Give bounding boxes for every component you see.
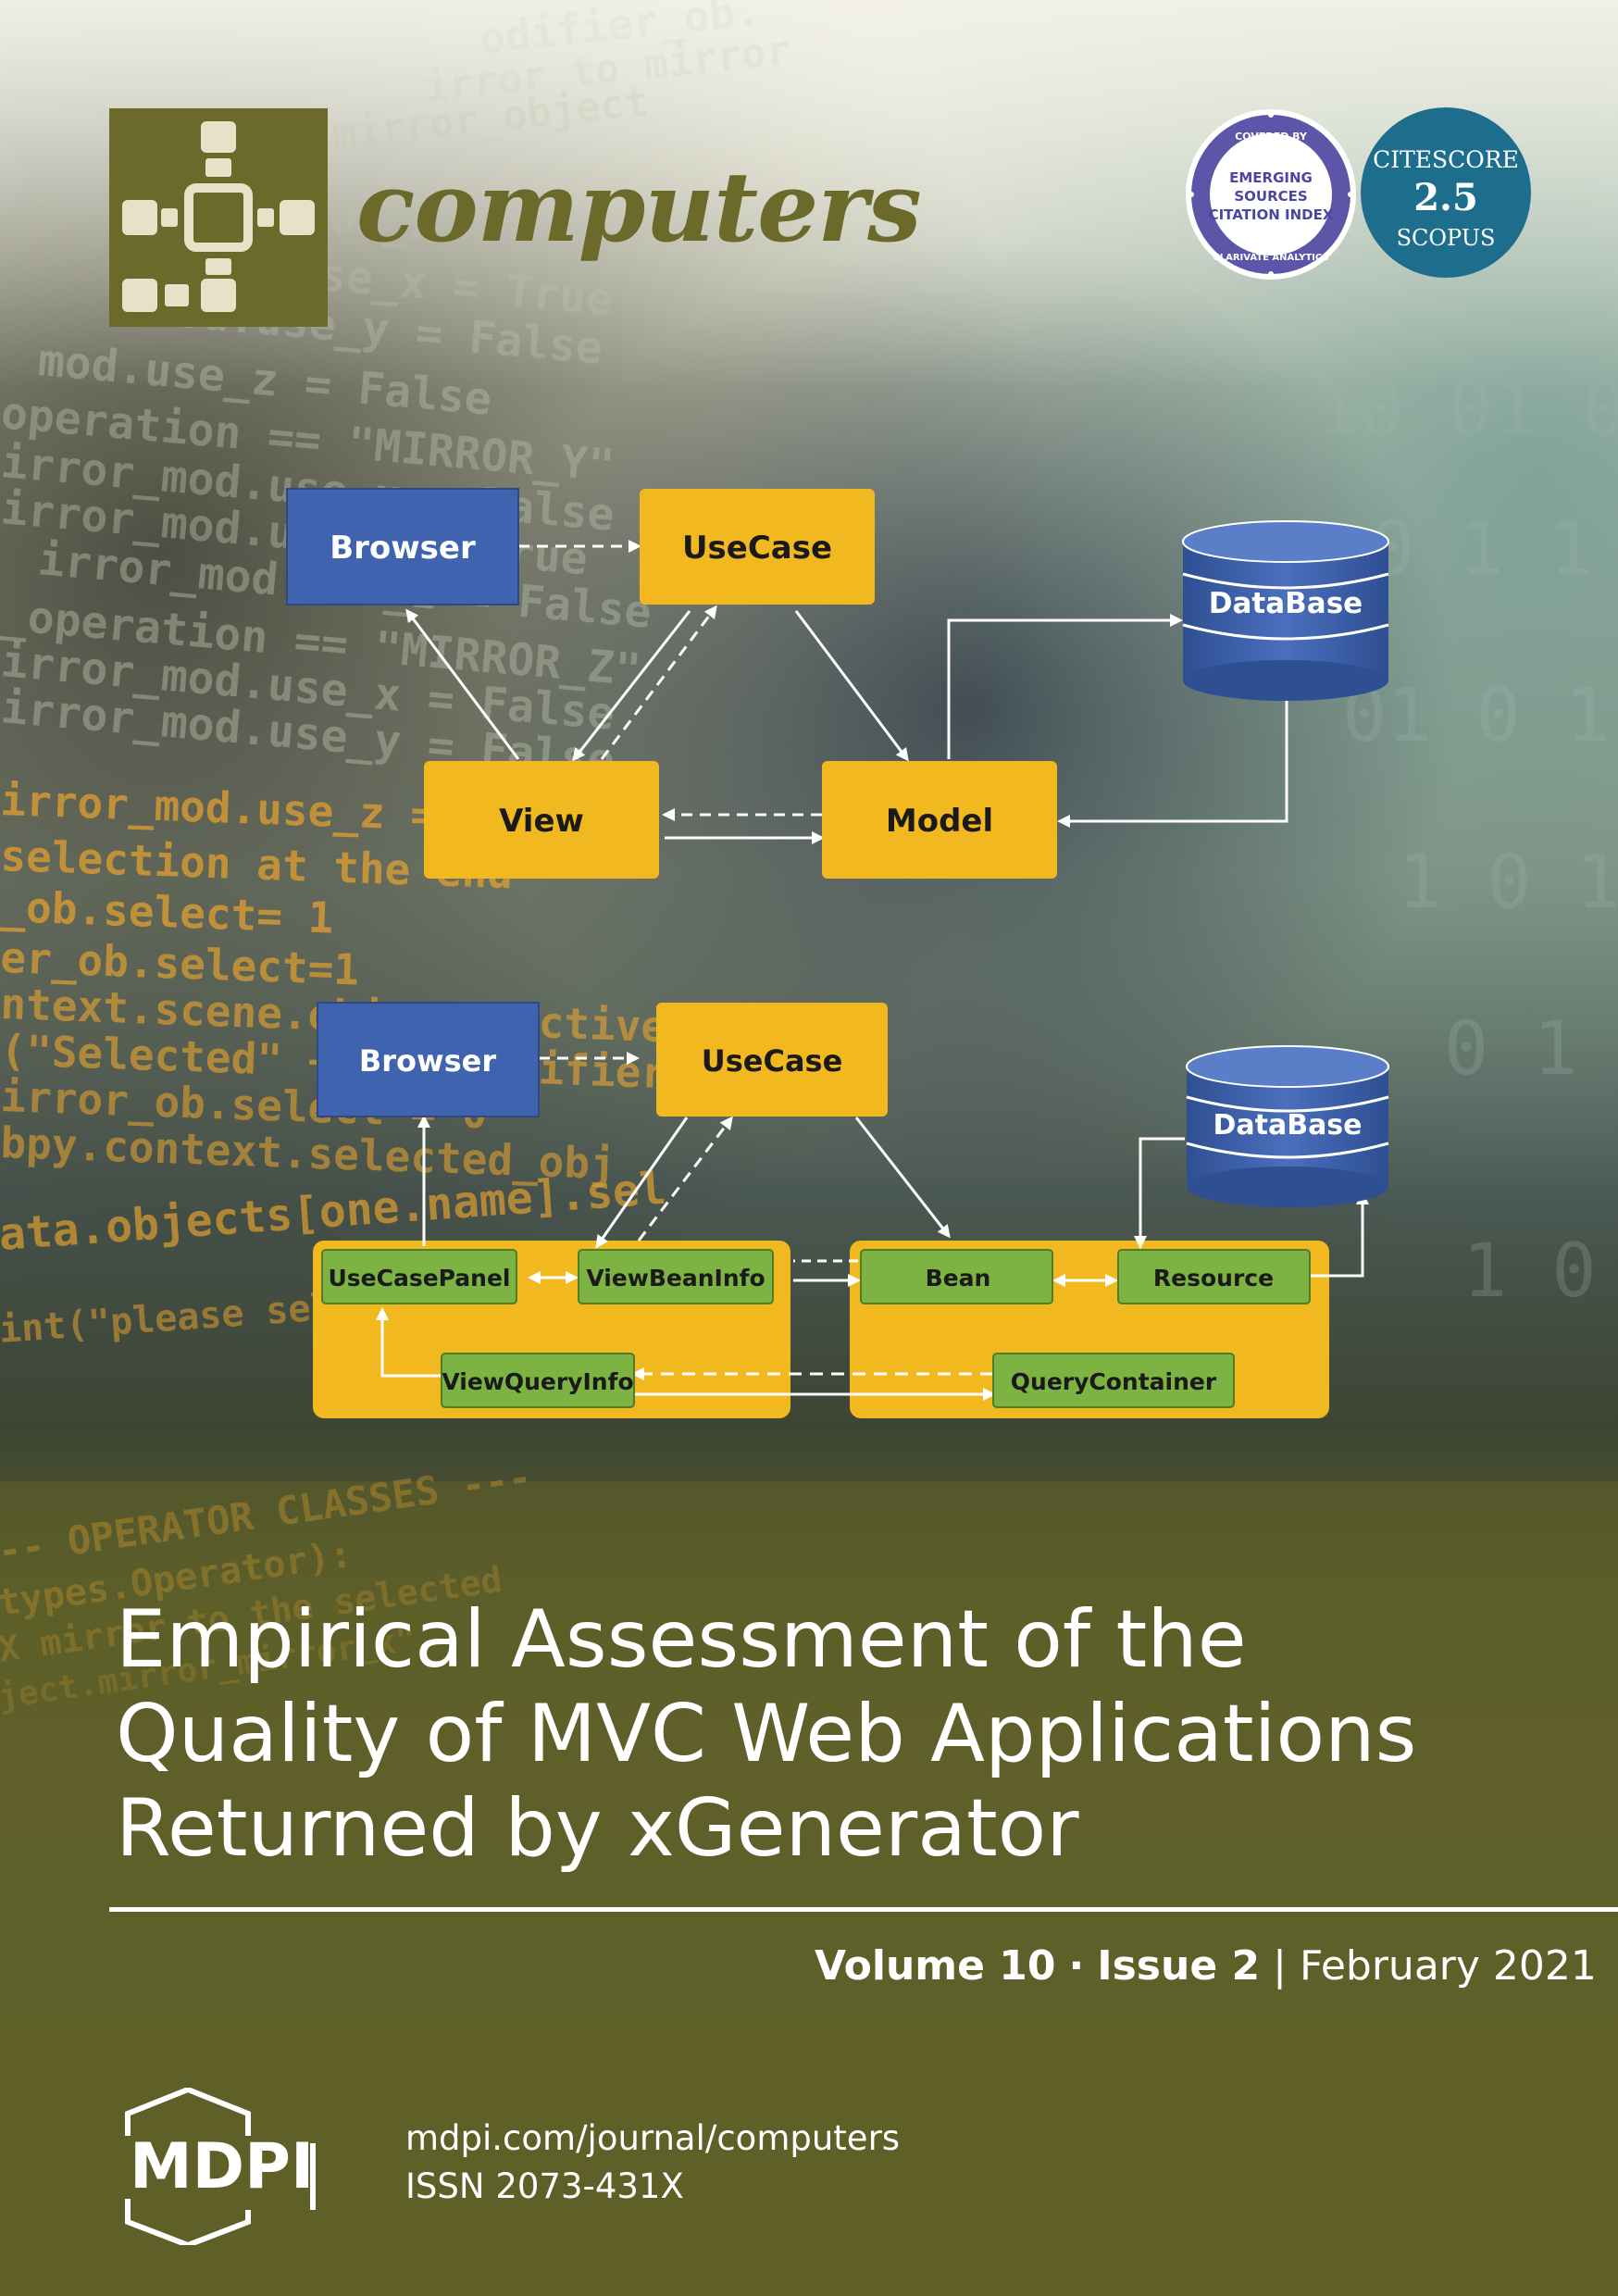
svg-text:1 0 1: 1 0 1	[1462, 1228, 1618, 1314]
journal-url[interactable]: mdpi.com/journal/computers	[405, 2118, 901, 2158]
query-container-box	[992, 1353, 1235, 1408]
mdpi-wordmark: MDPI	[130, 2130, 314, 2203]
journal-logo-icon	[122, 121, 315, 312]
esci-line3: CITATION INDEX	[1209, 206, 1334, 223]
top-usecase-label: UseCase	[682, 530, 832, 567]
citescore-label: CITESCORE	[1373, 146, 1519, 173]
esci-line2: SOURCES	[1234, 188, 1307, 205]
svg-text:0 1 1 0: 0 1 1 0	[1370, 505, 1618, 592]
bottom-usecase-label: UseCase	[702, 1043, 843, 1079]
mvc-diagram: Browser UseCase View Model DataBase	[286, 488, 1389, 1418]
top-model-label: Model	[886, 803, 993, 840]
esci-top: COVERED BY	[1235, 131, 1308, 143]
top-browser-label: Browser	[330, 530, 476, 567]
journal-issn: ISSN 2073-431X	[405, 2166, 684, 2206]
svg-text:0 1 0: 0 1 0	[1444, 1005, 1618, 1092]
bottom-database-cylinder	[1186, 1045, 1389, 1207]
mdpi-hexagon-icon: MDPI	[125, 2086, 316, 2249]
diagram-top: Browser UseCase View Model DataBase	[286, 488, 1389, 879]
esci-badge: COVERED BY EMERGING SOURCES CITATION IND…	[1183, 106, 1359, 282]
issue-label: Issue 2	[1097, 1942, 1261, 1990]
top-view-box	[424, 761, 659, 879]
title-line-3: Returned by xGenerator	[116, 1782, 1079, 1875]
title-line-1: Empirical Assessment of the	[116, 1593, 1247, 1686]
citescore-badge: CITESCORE 2.5 SCOPUS	[1361, 107, 1531, 278]
view-bean-info-label: ViewBeanInfo	[586, 1265, 765, 1292]
bottom-browser-box	[317, 1002, 540, 1117]
top-database-cylinder	[1182, 520, 1389, 701]
title-line-2: Quality of MVC Web Applications	[116, 1688, 1417, 1780]
bean-label: Bean	[926, 1265, 991, 1292]
volume-issue-separator: ·	[1068, 1942, 1085, 1990]
usecase-panel-label: UseCasePanel	[328, 1265, 510, 1292]
journal-logo	[109, 108, 328, 327]
usecase-panel-box	[321, 1249, 517, 1304]
background-code-line: _ob.select= 1	[0, 881, 334, 943]
bottom-browser-label: Browser	[359, 1043, 496, 1079]
diagram-bottom: Browser UseCase DataBase UseCasePanel Vi…	[313, 1002, 1389, 1418]
top-browser-box	[286, 488, 519, 605]
view-query-info-box	[441, 1353, 635, 1408]
svg-text:1 0 1: 1 0 1	[1398, 839, 1618, 925]
bottom-usecase-box	[656, 1003, 888, 1117]
issue-info: Volume 10 · Issue 2 | February 2021	[815, 1942, 1597, 1990]
article-title: Empirical Assessment of the Quality of M…	[116, 1592, 1560, 1876]
esci-seal-icon: COVERED BY EMERGING SOURCES CITATION IND…	[1186, 109, 1356, 280]
view-query-info-label: ViewQueryInfo	[442, 1368, 633, 1395]
top-view-label: View	[499, 803, 584, 840]
bottom-database-label: DataBase	[1213, 1109, 1362, 1142]
svg-text:01 0 1: 01 0 1	[1342, 672, 1610, 758]
top-model-box	[822, 761, 1057, 879]
title-divider	[109, 1907, 1618, 1912]
esci-bottom: CLARIVATE ANALYTICS	[1213, 253, 1328, 263]
issue-date-divider: |	[1273, 1942, 1287, 1990]
citescore-value: 2.5	[1413, 176, 1478, 219]
view-bean-info-box	[578, 1249, 774, 1304]
bean-box	[860, 1249, 1053, 1304]
svg-text:10 01 0: 10 01 0	[1314, 367, 1618, 453]
top-database-label: DataBase	[1209, 587, 1363, 620]
volume-label: Volume 10	[815, 1942, 1056, 1990]
resource-box	[1117, 1249, 1311, 1304]
issue-date: February 2021	[1299, 1942, 1597, 1990]
resource-label: Resource	[1153, 1265, 1274, 1292]
esci-line1: EMERGING	[1229, 169, 1313, 186]
query-container-label: QueryContainer	[1011, 1368, 1217, 1395]
top-usecase-box	[640, 489, 875, 605]
mdpi-logo: MDPI	[109, 2086, 341, 2249]
journal-name: computers	[356, 150, 922, 264]
citescore-source: SCOPUS	[1396, 225, 1496, 251]
